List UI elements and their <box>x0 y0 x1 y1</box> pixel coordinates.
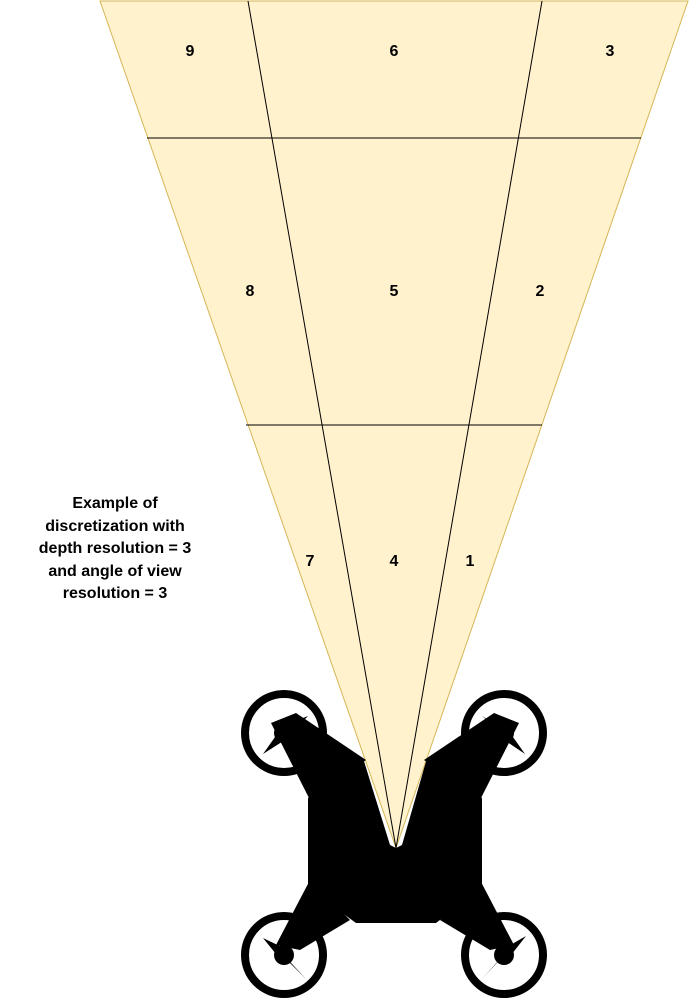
propeller-blade-top-right-a <box>482 716 508 737</box>
rotor-ring-top-right <box>461 690 547 776</box>
cell-label-2: 2 <box>536 283 545 300</box>
drone-arm-bottom-left <box>276 880 350 950</box>
cell-label-1: 1 <box>466 553 475 570</box>
cell-label-8: 8 <box>246 283 255 300</box>
caption-line: depth resolution = 3 <box>38 540 192 557</box>
drone-icon <box>241 690 547 998</box>
diagram-caption: Example of discretization with depth res… <box>10 493 220 606</box>
cell-label-4: 4 <box>390 553 399 570</box>
rotor-ring-bottom-right <box>461 912 547 998</box>
caption-line: discretization with <box>45 517 185 535</box>
cell-label-9: 9 <box>186 43 195 60</box>
cell-label-5: 5 <box>390 283 399 300</box>
caption-line: and angle of view <box>48 562 182 580</box>
propeller-blade-bottom-right-b <box>482 951 508 979</box>
caption-line: resolution = 3 <box>62 585 168 602</box>
drone-arm-bottom-right <box>440 880 514 950</box>
angle-division-line-right <box>395 0 543 849</box>
propeller-blade-top-left-a <box>280 716 308 737</box>
propeller-blade-bottom-left-b <box>280 951 306 979</box>
cell-label-7: 7 <box>306 553 315 570</box>
propeller-blade-top-right-b <box>500 730 525 754</box>
propeller-blade-bottom-left-a <box>263 938 288 959</box>
caption-line: Example of <box>72 495 158 512</box>
angle-division-line-left <box>247 0 397 849</box>
drone-body <box>308 758 482 923</box>
cell-label-6: 6 <box>390 43 399 60</box>
cell-label-3: 3 <box>606 43 615 60</box>
rotor-ring-bottom-left <box>241 912 327 998</box>
propeller-blade-bottom-right-a <box>500 936 526 959</box>
propeller-blade-top-left-b <box>263 730 288 754</box>
rotor-ring-top-left <box>241 690 327 776</box>
